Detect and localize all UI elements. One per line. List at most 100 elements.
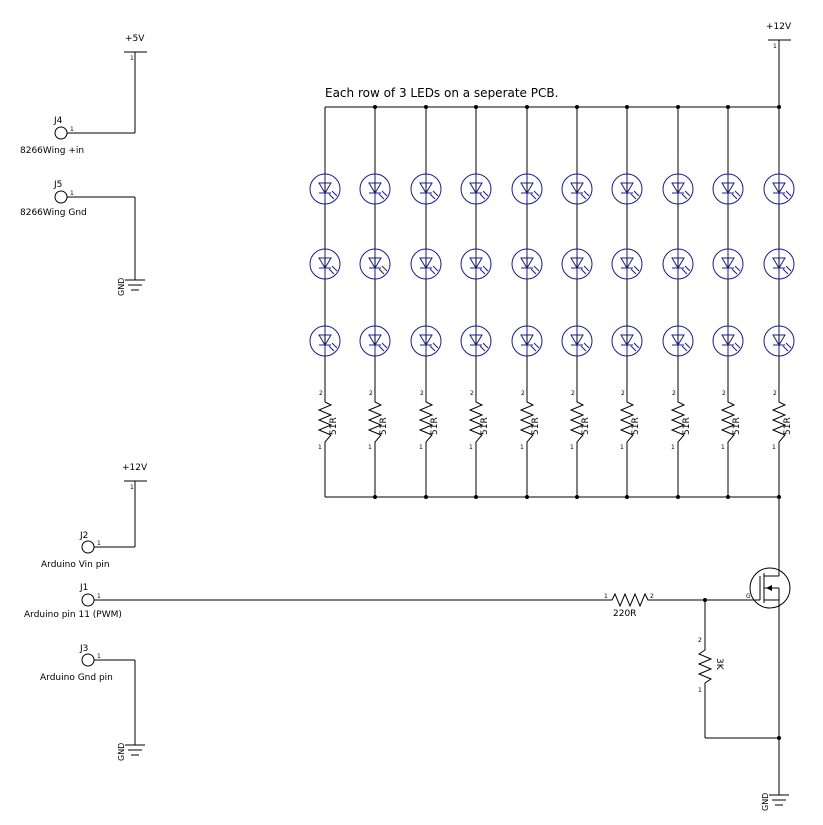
resistor-value-label: 51R <box>682 417 692 435</box>
connector-j2: J2 Arduino Vin pin 1 <box>41 531 110 570</box>
led <box>662 248 694 280</box>
junction <box>777 105 781 109</box>
pin-num: 1 <box>671 444 675 451</box>
pin-num: 2 <box>470 390 474 397</box>
pin-num: 1 <box>570 444 574 451</box>
led-arrow <box>331 265 338 272</box>
resistor-value-label: 51R <box>732 417 742 435</box>
led-arrow <box>630 345 637 352</box>
led-arrow <box>378 193 385 200</box>
pin-num: 1 <box>721 444 725 451</box>
led <box>662 325 694 357</box>
led-arrow <box>482 342 489 349</box>
resistor-51r <box>418 397 434 447</box>
j3-desc: Arduino Gnd pin <box>40 673 113 683</box>
resistor-51r <box>367 397 383 447</box>
led <box>763 325 795 357</box>
resistor-220r-label: 220R <box>613 609 636 619</box>
pin-num: 2 <box>650 593 654 600</box>
gnd-label-2: GND <box>117 743 126 761</box>
ground-symbol-1: GND <box>117 278 145 296</box>
pin-num: 2 <box>621 390 625 397</box>
junction <box>777 736 781 740</box>
junction <box>525 105 529 109</box>
pin-num: 1 <box>130 484 134 491</box>
junction <box>373 495 377 499</box>
connector-j5: J5 8266Wing Gnd 1 <box>20 180 136 280</box>
led-arrow <box>580 345 587 352</box>
led-arrow <box>633 265 640 272</box>
power-12v-top: +12V 1 <box>766 22 792 107</box>
pin-num: 2 <box>698 637 702 644</box>
power-label-12v-top: +12V <box>766 22 792 32</box>
resistor-51r <box>519 397 535 447</box>
j4-ref: J4 <box>53 116 63 126</box>
pin-num: 1 <box>97 653 101 660</box>
resistor-value-label: 51R <box>531 417 541 435</box>
j2-desc: Arduino Vin pin <box>41 560 110 570</box>
led <box>359 248 391 280</box>
resistor-value-label: 51R <box>430 417 440 435</box>
led-arrow <box>328 345 335 352</box>
mosfet: G <box>746 497 791 795</box>
j5-desc: 8266Wing Gnd <box>20 208 87 218</box>
resistor-value-label: 51R <box>783 417 793 435</box>
ground-symbol-3: GND <box>761 793 789 811</box>
resistor-51r <box>569 397 585 447</box>
connector-j3: J3 Arduino Gnd pin 1 <box>40 644 136 745</box>
led <box>611 248 643 280</box>
pin-num: 2 <box>571 390 575 397</box>
led <box>359 173 391 205</box>
led-arrow <box>479 193 486 200</box>
led-arrow <box>782 345 789 352</box>
led-arrow <box>482 265 489 272</box>
pin-num: 1 <box>97 540 101 547</box>
connector-j4: J4 8266Wing +in 1 <box>20 116 84 156</box>
led-arrow <box>429 345 436 352</box>
j1-desc: Arduino pin 11 (PWM) <box>24 610 122 620</box>
ground-symbol-2: GND <box>117 743 145 761</box>
led <box>309 325 341 357</box>
pin-num: 1 <box>604 593 608 600</box>
resistor-51r <box>317 397 333 447</box>
led-arrow <box>684 265 691 272</box>
resistor-51r <box>720 397 736 447</box>
led <box>511 325 543 357</box>
led-arrow <box>378 345 385 352</box>
led-arrow <box>432 342 439 349</box>
led <box>611 173 643 205</box>
led <box>763 173 795 205</box>
resistor-51r <box>670 397 686 447</box>
led <box>712 248 744 280</box>
junction <box>575 495 579 499</box>
resistor-51r <box>619 397 635 447</box>
led-arrow <box>731 193 738 200</box>
led-arrow <box>432 265 439 272</box>
pin-num: 1 <box>469 444 473 451</box>
led-arrow <box>731 268 738 275</box>
led <box>309 173 341 205</box>
j1-ref: J1 <box>79 583 88 593</box>
led-arrow <box>630 268 637 275</box>
led-arrow <box>684 190 691 197</box>
led-arrow <box>734 265 741 272</box>
led-arrow <box>583 190 590 197</box>
junction <box>676 495 680 499</box>
led <box>410 248 442 280</box>
resistor-51r <box>771 397 787 447</box>
led-arrow <box>328 193 335 200</box>
junction <box>726 495 730 499</box>
junction <box>625 105 629 109</box>
led-arrow <box>785 190 792 197</box>
power-5v: +5V 1 <box>67 34 147 134</box>
pin-num: 1 <box>97 593 101 600</box>
led <box>712 325 744 357</box>
j2-ref: J2 <box>79 531 88 541</box>
junction <box>424 495 428 499</box>
led <box>410 173 442 205</box>
led-arrow <box>633 342 640 349</box>
